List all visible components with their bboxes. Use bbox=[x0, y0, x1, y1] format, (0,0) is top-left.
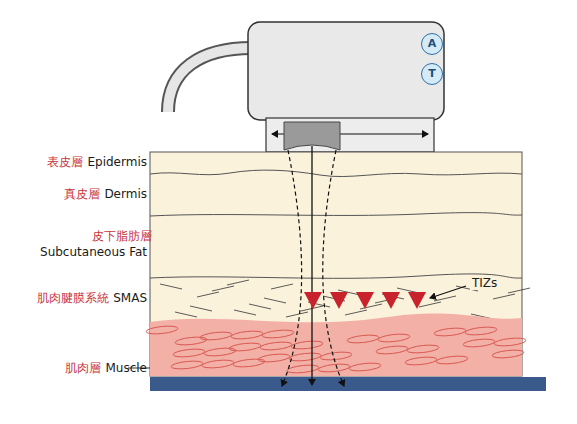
layer-name-zh: 表皮層 bbox=[47, 155, 83, 169]
muscle-fibre bbox=[347, 334, 380, 344]
muscle-fibre bbox=[204, 347, 237, 357]
muscle-fibre bbox=[202, 359, 235, 369]
muscle-fibre bbox=[349, 362, 382, 372]
layer-name-zh: 肌肉層 bbox=[65, 361, 101, 375]
control-button: T bbox=[421, 63, 443, 85]
fascia-stroke bbox=[227, 280, 249, 285]
layer-name: TIZs bbox=[470, 276, 499, 290]
layer-name-zh: 真皮層 bbox=[64, 187, 100, 201]
layer-name-zh: 肌肉腱膜系統 bbox=[37, 291, 109, 305]
fascia-stroke bbox=[212, 286, 234, 291]
muscle-fibre bbox=[175, 336, 208, 346]
layer-name: Dermis bbox=[104, 187, 147, 201]
muscle-fibre bbox=[289, 352, 322, 362]
fascia-stroke bbox=[264, 298, 286, 303]
muscle-fibre bbox=[229, 342, 262, 352]
layer-name: Epidermis bbox=[87, 155, 147, 169]
muscle-fibre bbox=[173, 348, 206, 358]
muscle-fibre bbox=[171, 360, 204, 370]
fascia-stroke bbox=[345, 310, 367, 315]
button-letter: T bbox=[428, 68, 436, 80]
muscle-fibre bbox=[233, 358, 266, 368]
muscle-fibre bbox=[146, 325, 179, 335]
fascia-stroke bbox=[286, 312, 308, 317]
muscle-fibre bbox=[407, 344, 440, 354]
muscle-fibre bbox=[492, 349, 525, 359]
layer-name-zh: 皮下脂肪層 bbox=[92, 229, 152, 243]
muscle-fibre bbox=[463, 338, 496, 348]
fascia-stroke bbox=[160, 284, 182, 289]
muscle-fibre bbox=[318, 363, 351, 373]
muscle-fibre bbox=[378, 333, 411, 343]
muscle-fibre bbox=[436, 355, 469, 365]
muscle-fibre bbox=[231, 330, 264, 340]
button-letter: A bbox=[428, 38, 437, 50]
muscle-fibre bbox=[465, 326, 498, 336]
fascia-stroke bbox=[508, 288, 530, 293]
fascia-stroke bbox=[234, 310, 256, 315]
muscle-fibre bbox=[200, 331, 233, 341]
fascia-stroke bbox=[493, 294, 515, 299]
layer-name: Subcutaneous Fat bbox=[40, 245, 147, 259]
muscle-fibre bbox=[405, 356, 438, 366]
muscle-fibre bbox=[260, 341, 293, 351]
fascia-stroke bbox=[249, 304, 271, 309]
muscle-fibre bbox=[320, 351, 353, 361]
muscle-fibre bbox=[434, 327, 467, 337]
fascia-stroke bbox=[434, 296, 456, 301]
fascia-stroke bbox=[197, 292, 219, 297]
muscle-fibre bbox=[287, 364, 320, 374]
muscle-fibre bbox=[494, 337, 527, 347]
muscle-fibre bbox=[258, 353, 291, 363]
fascia-stroke bbox=[175, 312, 197, 317]
fascia-stroke bbox=[190, 306, 212, 311]
fascia-stroke bbox=[271, 284, 293, 289]
muscle-fibre bbox=[262, 329, 295, 339]
muscle-fibre bbox=[376, 345, 409, 355]
layer-name: SMAS bbox=[113, 291, 147, 305]
control-button: A bbox=[421, 33, 443, 55]
fascia-stroke bbox=[419, 302, 441, 307]
layer-name: Muscle bbox=[105, 361, 147, 375]
